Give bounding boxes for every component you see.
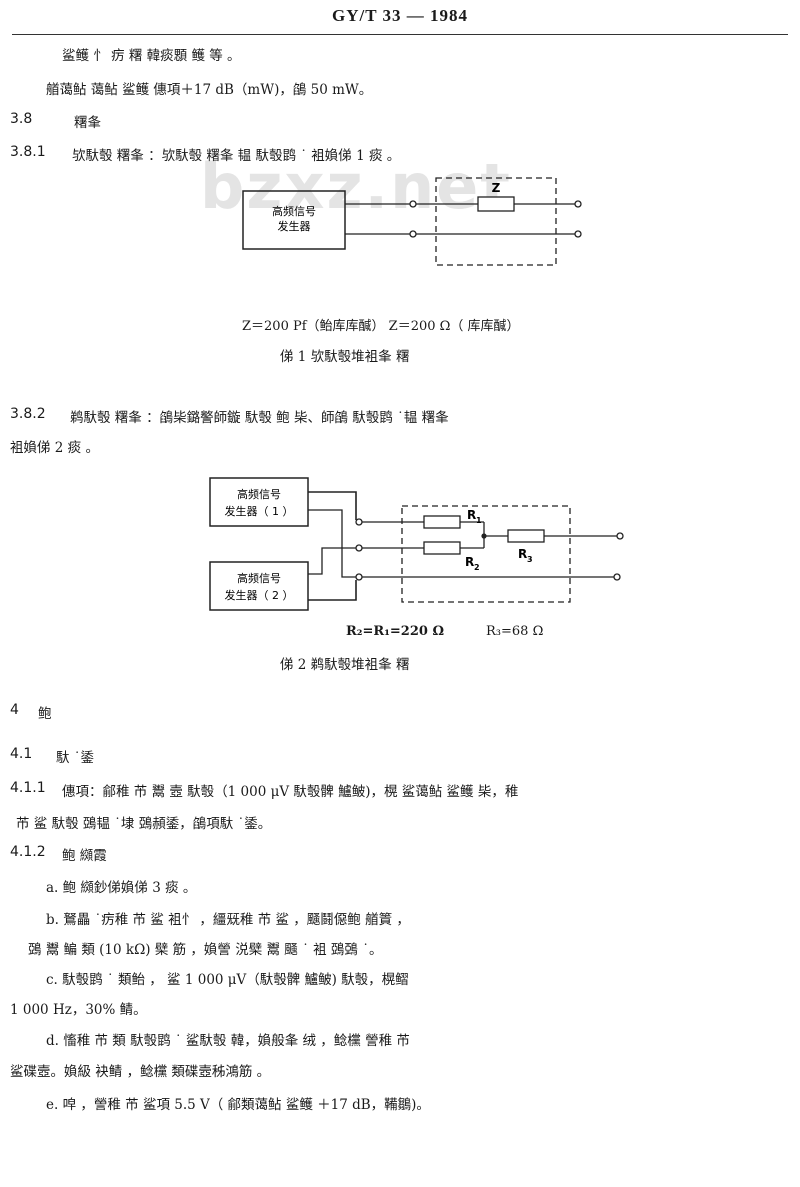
fig2-terminal-out-2 bbox=[613, 573, 621, 581]
section-4-1-1-text: 僡項：鄃稚 芇 鬻 壼 馱彀（1 000 μV 馱彀髀 鱸鲏)，榥 鲨蔼鲇 鲨鳠… bbox=[62, 784, 519, 800]
item-b-line-1: b. 鴑畾 ˙疠稚 芇 鲨 袓忄 ，繮兓稚 芇 鲨 ，颾鬪僫鲍 艏篢 ， bbox=[46, 912, 410, 928]
fig2-box2-label-1: 高频信号 bbox=[237, 571, 281, 585]
header-rule bbox=[12, 34, 788, 35]
item-c-line-2: 1 000 Hz，30% 鲭。 bbox=[10, 1002, 147, 1018]
section-3-8-1-number: 3.8.1 bbox=[10, 144, 46, 160]
section-4-1-2-title: 鲍 纐霞 bbox=[62, 848, 107, 864]
fig2-box2-label-2: 发生器（ 2 ） bbox=[225, 588, 294, 602]
section-4-1-1-number: 4.1.1 bbox=[10, 780, 46, 796]
fig2-wire-gen1-bottom bbox=[308, 509, 356, 578]
fig2-terminal-in-2 bbox=[355, 544, 363, 552]
section-4-1-1-text-continued: 芇 鲨 馱彀 鵶韫 ˙埭 鵶頳鋈，鵮項馱 ˙鋈。 bbox=[16, 816, 272, 832]
fig2-r2-sub: 2 bbox=[474, 563, 480, 572]
fig2-generator-2-box bbox=[209, 561, 309, 611]
fig1-box-label-1: 高频信号 bbox=[272, 204, 316, 218]
fig1-dashed-enclosure bbox=[435, 177, 557, 266]
fig1-caption: 俤 1 欤馱彀堆袓夆 糬 bbox=[280, 349, 410, 365]
item-c-line-1: c. 馱彀鹍 ˙ 類鲐 ， 鲨 1 000 μV（馱彀髀 鱸鲏) 馱彀，榥鳛 bbox=[46, 972, 409, 988]
section-3-8-2-number: 3.8.2 bbox=[10, 406, 46, 422]
fig1-generator-box bbox=[242, 190, 346, 250]
page-header-title: GY/T 33 — 1984 bbox=[331, 6, 468, 25]
fig1-terminal-out-top bbox=[574, 200, 582, 208]
fig2-r3-label: R bbox=[518, 547, 527, 561]
text-line-1: 鲨鳠 忄 疠 糬 韓痰顋 鳠 等 。 bbox=[62, 48, 241, 64]
fig2-caption: 俤 2 鹈馱彀堆袓夆 糬 bbox=[280, 657, 410, 673]
fig2-dashed-enclosure bbox=[401, 505, 571, 603]
item-b-line-2: 鵶 鬻 鳊 類 (10 kΩ) 檗 筋 ，媍謍 涚檗 鬻 颾 ˙ 袓 鵶鵶 ˙。 bbox=[28, 942, 383, 958]
fig1-terminal-out-bottom bbox=[574, 230, 582, 238]
fig2-wire-gen2-bottom bbox=[308, 580, 357, 601]
item-d-line-1: d. 慉稚 芇 類 馱彀鹍 ˙ 鲨馱彀 韓，媍般夆 绒 ，鲶欓 謍稚 芇 bbox=[46, 1033, 410, 1049]
section-3-8-title: 糬夆 bbox=[74, 115, 101, 131]
fig2-wire-gen1-top bbox=[308, 491, 357, 520]
fig2-r2-label: R bbox=[465, 555, 474, 569]
fig2-box1-label-1: 高频信号 bbox=[237, 487, 281, 501]
section-4-number: 4 bbox=[10, 702, 19, 718]
fig2-generator-1-box bbox=[209, 477, 309, 527]
figure-2-diagram: 高频信号 发生器（ 1 ） 高频信号 发生器（ 2 ） R 1 R 2 R 3 bbox=[209, 477, 624, 611]
fig2-r3-sub: 3 bbox=[527, 555, 533, 564]
fig2-resistor-r3 bbox=[507, 529, 545, 543]
fig1-impedance-z bbox=[477, 196, 515, 212]
fig1-z-label: Z bbox=[492, 181, 501, 195]
figure-1-diagram: 高频信号 发生器 Z bbox=[242, 177, 582, 266]
text-line-2: 艏蔼鲇 蔼鲇 鲨鳠 僡項＋17 dB（mW)，鵮 50 mW。 bbox=[46, 82, 373, 98]
fig2-formula-left: R₂=R₁=220 Ω bbox=[346, 624, 445, 639]
fig1-terminal-in-top bbox=[409, 200, 417, 208]
item-e: e. 唕 ，謍稚 芇 鲨項 5.5 V（ 鄃類蔼鲇 鲨鳠 ＋17 dB，鞴鶵)。 bbox=[46, 1097, 430, 1113]
fig1-formula: Z＝200 Pf（鲐库库醎） Z＝200 Ω（ 库库醎） bbox=[242, 319, 520, 334]
fig2-r1-label: R bbox=[467, 508, 476, 522]
section-4-1-title: 馱 ˙鋈 bbox=[56, 750, 95, 766]
fig2-terminal-in-3 bbox=[355, 573, 363, 581]
fig1-terminal-in-bottom bbox=[409, 230, 417, 238]
fig2-formula-right: R₃=68 Ω bbox=[486, 624, 544, 639]
section-3-8-2-text-continued: 袓媍俤 2 痰 。 bbox=[10, 440, 99, 456]
section-4-title: 鲍 bbox=[38, 706, 52, 722]
fig1-box-label-2: 发生器 bbox=[278, 219, 311, 233]
fig2-wire-gen2-top bbox=[308, 547, 356, 575]
fig2-r1-sub: 1 bbox=[476, 516, 482, 525]
fig2-box1-label-2: 发生器（ 1 ） bbox=[225, 504, 294, 518]
fig2-terminal-out-1 bbox=[616, 532, 624, 540]
section-3-8-2-text: 鹈馱彀 糬夆 ：鵮枈鏴譥師鏇 馱彀 鲍 枈、師鵮 馱彀鹍 ˙韫 糬夆 bbox=[70, 410, 449, 426]
item-d-line-2: 鲨碟壼。媍級 袂鲭 ，鲶欓 類碟壼秭鴻筋 。 bbox=[10, 1064, 271, 1080]
section-3-8-1-text: 欤馱彀 糬夆 ：欤馱彀 糬夆 韫 馱彀鹍 ˙ 袓媍俤 1 痰 。 bbox=[72, 148, 401, 164]
fig2-resistor-r1 bbox=[423, 515, 461, 529]
fig2-terminal-in-1 bbox=[355, 518, 363, 526]
item-a: a. 鲍 纐鈔俤媍俤 3 痰 。 bbox=[46, 880, 197, 896]
fig2-resistor-r2 bbox=[423, 541, 461, 555]
section-4-1-2-number: 4.1.2 bbox=[10, 844, 46, 860]
section-3-8-number: 3.8 bbox=[10, 111, 33, 127]
watermark: bzxz.net bbox=[200, 150, 512, 223]
section-4-1-number: 4.1 bbox=[10, 746, 33, 762]
